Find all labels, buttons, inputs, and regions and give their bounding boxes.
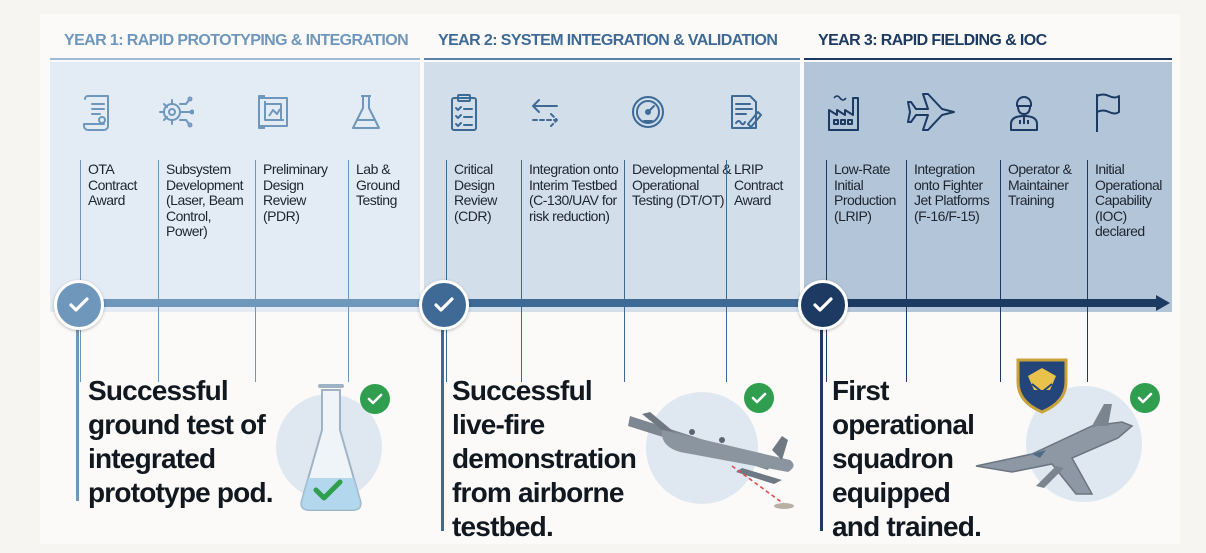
squadron-emblem <box>1016 358 1068 414</box>
check-icon <box>367 393 383 405</box>
year-1-connector <box>76 326 79 501</box>
contract-scroll-icon <box>80 90 116 134</box>
task-label: OTA Contract Award <box>88 161 137 208</box>
task-label: Integration onto Fighter Jet Platforms (… <box>914 161 990 224</box>
task-rule <box>158 160 159 382</box>
task-label: Critical Design Review (CDR) <box>454 161 497 224</box>
task-rule <box>80 160 81 382</box>
year-1-phase: YEAR 1: RAPID PROTOTYPING & INTEGRATION … <box>50 14 420 544</box>
check-icon <box>434 297 454 312</box>
task-label: Subsystem Development (Laser, Beam Contr… <box>166 161 244 239</box>
task-rule <box>446 160 447 382</box>
year-2-title: YEAR 2: SYSTEM INTEGRATION & VALIDATION <box>438 32 778 49</box>
year-3-title: YEAR 3: RAPID FIELDING & IOC <box>818 32 1047 49</box>
c130-laser-illustration <box>628 412 794 509</box>
check-icon <box>751 392 767 404</box>
task-label: Operator & Maintainer Training <box>1008 161 1072 208</box>
year-3-track <box>846 299 1158 307</box>
year-2-track <box>466 299 800 307</box>
task-rule <box>1000 160 1001 382</box>
year-2-connector <box>441 326 444 531</box>
blueprint-icon <box>255 90 291 134</box>
flask-illustration <box>300 384 362 511</box>
check-icon <box>813 297 833 312</box>
timeline-arrow-head <box>1156 295 1170 311</box>
task-label: Lab & Ground Testing <box>356 161 400 208</box>
clipboard-checklist-icon <box>446 90 482 134</box>
task-label: LRIP Contract Award <box>734 161 783 208</box>
operator-icon <box>1006 90 1042 134</box>
task-label: Low-Rate Initial Production (LRIP) <box>834 161 896 224</box>
year-1-panel <box>50 62 420 312</box>
year-1-title: YEAR 1: RAPID PROTOTYPING & INTEGRATION <box>64 32 409 49</box>
task-rule <box>255 160 256 382</box>
f16-squadron-illustration <box>975 404 1134 495</box>
year-1-header-rule <box>50 58 420 60</box>
gauge-icon <box>630 90 666 134</box>
year-3-panel <box>804 62 1172 312</box>
year-3-phase: YEAR 3: RAPID FIELDING & IOC Low-Rate In… <box>804 14 1172 544</box>
year-2-phase: YEAR 2: SYSTEM INTEGRATION & VALIDATION … <box>424 14 800 544</box>
year-2-milestone <box>419 280 469 330</box>
check-icon <box>69 297 89 312</box>
task-rule <box>521 160 522 382</box>
task-label: Integration onto Interim Testbed (C-130/… <box>529 161 619 224</box>
swap-arrows-icon <box>527 90 563 134</box>
year-3-outcome: First operational squadron equipped and … <box>832 375 982 542</box>
success-check-badge <box>1130 383 1160 413</box>
task-label: Preliminary Design Review (PDR) <box>263 161 328 224</box>
year-1-outcome: Successful ground test of integrated pro… <box>88 375 274 508</box>
task-rule <box>624 160 625 382</box>
task-label: Developmental & Operational Testing (DT/… <box>632 161 732 208</box>
year-2-outcome: Successful live-fire demonstration from … <box>452 375 637 542</box>
task-label: Initial Operational Capability (IOC) dec… <box>1095 161 1162 239</box>
task-rule <box>726 160 727 382</box>
year-3-header-rule <box>804 58 1172 60</box>
task-rule <box>826 160 827 382</box>
check-icon <box>1137 392 1153 404</box>
task-rule <box>348 160 349 382</box>
year-1-track <box>100 299 420 307</box>
fighter-jet-icon <box>906 90 956 134</box>
factory-icon <box>826 90 862 134</box>
circuit-gear-icon <box>158 90 195 134</box>
flag-icon <box>1087 90 1123 134</box>
task-rule <box>1087 160 1088 382</box>
year-1-milestone <box>54 280 104 330</box>
year-3-milestone <box>798 280 848 330</box>
task-rule <box>906 160 907 382</box>
success-check-badge <box>744 383 774 413</box>
year-3-connector <box>820 326 823 531</box>
year-2-header-rule <box>424 58 800 60</box>
signed-document-icon <box>726 90 762 134</box>
flask-icon <box>348 90 384 134</box>
success-check-badge <box>360 384 390 414</box>
